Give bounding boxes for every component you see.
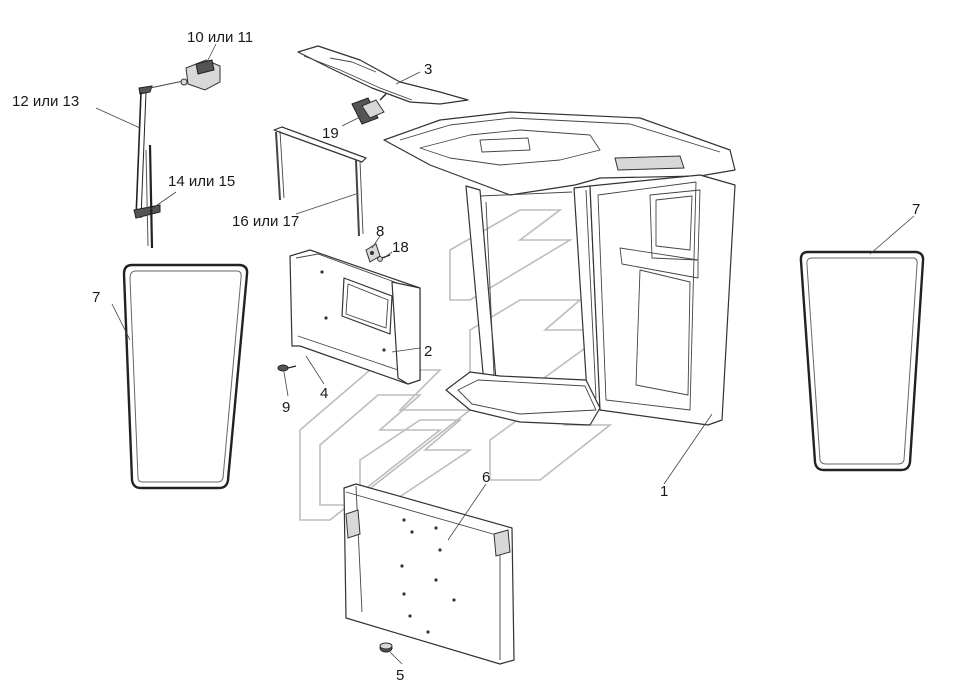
callout-2: 2 bbox=[424, 343, 432, 360]
callout-14-15: 14 или 15 bbox=[168, 173, 235, 190]
wiper-assembly bbox=[133, 59, 221, 249]
callout-4: 4 bbox=[320, 385, 328, 402]
callout-3: 3 bbox=[424, 61, 432, 78]
cab-body-1 bbox=[383, 111, 736, 426]
seal-left bbox=[122, 263, 249, 490]
rear-panel-2 bbox=[289, 249, 421, 385]
filter-19 bbox=[351, 93, 387, 125]
callout-8: 8 bbox=[376, 223, 384, 240]
callout-9: 9 bbox=[282, 399, 290, 416]
callout-7-right: 7 bbox=[912, 201, 920, 218]
fastener-9 bbox=[277, 364, 297, 372]
callout-5: 5 bbox=[396, 667, 404, 684]
leader-lines bbox=[95, 43, 915, 665]
callout-labels: 10 или 11 12 или 13 14 или 15 16 или 17 … bbox=[12, 29, 920, 684]
frame-16-17 bbox=[273, 126, 367, 237]
callout-6: 6 bbox=[482, 469, 490, 486]
callout-1: 1 bbox=[660, 483, 668, 500]
callout-10-11: 10 или 11 bbox=[187, 29, 253, 46]
seal-right bbox=[799, 250, 925, 472]
roof-panel-3 bbox=[297, 45, 469, 105]
clip-8 bbox=[365, 243, 381, 263]
knob-5 bbox=[379, 642, 393, 653]
callout-7-left: 7 bbox=[92, 289, 100, 306]
door-6 bbox=[343, 483, 515, 665]
callout-16-17: 16 или 17 bbox=[232, 213, 299, 230]
watermark-arrows bbox=[299, 209, 613, 521]
callout-18: 18 bbox=[392, 239, 409, 256]
callout-12-13: 12 или 13 bbox=[12, 93, 79, 110]
callout-19: 19 bbox=[322, 125, 339, 142]
